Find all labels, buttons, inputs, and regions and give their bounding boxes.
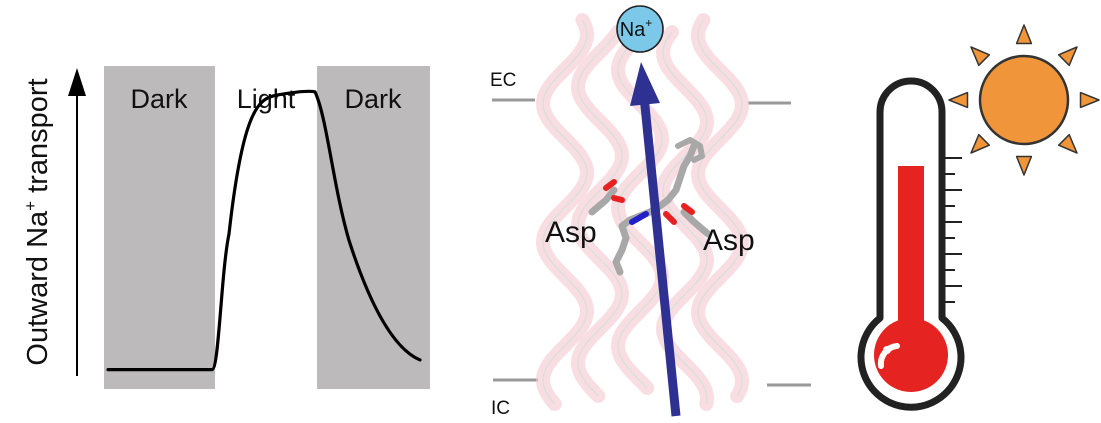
y-axis-label-sup: + [21,201,40,211]
sun-icon [948,24,1100,176]
residue-label-right: Asp [703,224,755,257]
asp-residue-right-stick [680,208,712,238]
asp-right-oxygen-2 [681,203,695,215]
transport-panel: Outward Na+ transport Dark Light Dark [21,66,430,389]
helix-ribbon-edge [617,19,663,389]
sun-ray [1057,46,1078,67]
thermometer-mercury-column [898,166,924,346]
ic-label: IC [491,398,510,419]
sodium-ion-label: Na+ [620,16,653,41]
thermometer-ticks [944,157,962,303]
sun-ray [948,91,969,109]
asp-left-oxygen-2 [611,195,625,203]
sun-ray [970,133,991,154]
dark-period-left [104,66,215,389]
sodium-ion-label-sup: + [645,16,652,30]
sun-ray [1079,91,1100,109]
ec-label: EC [490,70,516,91]
thermometer-mercury-bulb [874,318,948,392]
period-label-dark-1: Dark [130,84,188,114]
retinal-ring [675,137,705,163]
transport-arrow-head [630,62,660,106]
thermometer-highlight-dot [883,346,891,354]
y-axis-label-main: Outward Na [22,210,54,366]
sun-rays [948,24,1100,176]
thermometer-icon [857,77,965,411]
sun-disc [978,54,1070,146]
sun-ray [1015,24,1033,45]
sodium-ion-label-main: Na [620,19,646,41]
period-label-dark-2: Dark [344,84,402,114]
asp-left-oxygen-1 [603,179,617,191]
helix-ribbon-edge [697,19,743,397]
transport-arrow-shaft [639,95,681,417]
sodium-ion [616,5,664,53]
sun-ray [1057,133,1078,154]
y-axis-label-tail: transport [22,78,54,201]
y-axis-arrowhead [68,68,86,96]
protein-panel: EC IC Na+ Asp Asp [490,5,811,419]
transport-curve [106,89,422,372]
asp-residue-left-stick [588,186,618,216]
asp-right-oxygen-1 [663,211,677,225]
sun-ray [970,46,991,67]
retinal-and-residues [588,137,712,276]
helix-ribbon-edge [577,31,623,397]
helix-ribbon-edge [542,19,588,405]
dark-period-right [317,66,430,389]
helix-bundle [535,13,750,411]
schiff-base-nitrogen [629,211,649,225]
sun-ray [1015,155,1033,176]
y-axis-label: Outward Na+ transport [21,78,54,365]
retinal-stick [612,142,698,276]
temperature-panel [857,24,1100,411]
residue-label-left: Asp [545,216,597,249]
